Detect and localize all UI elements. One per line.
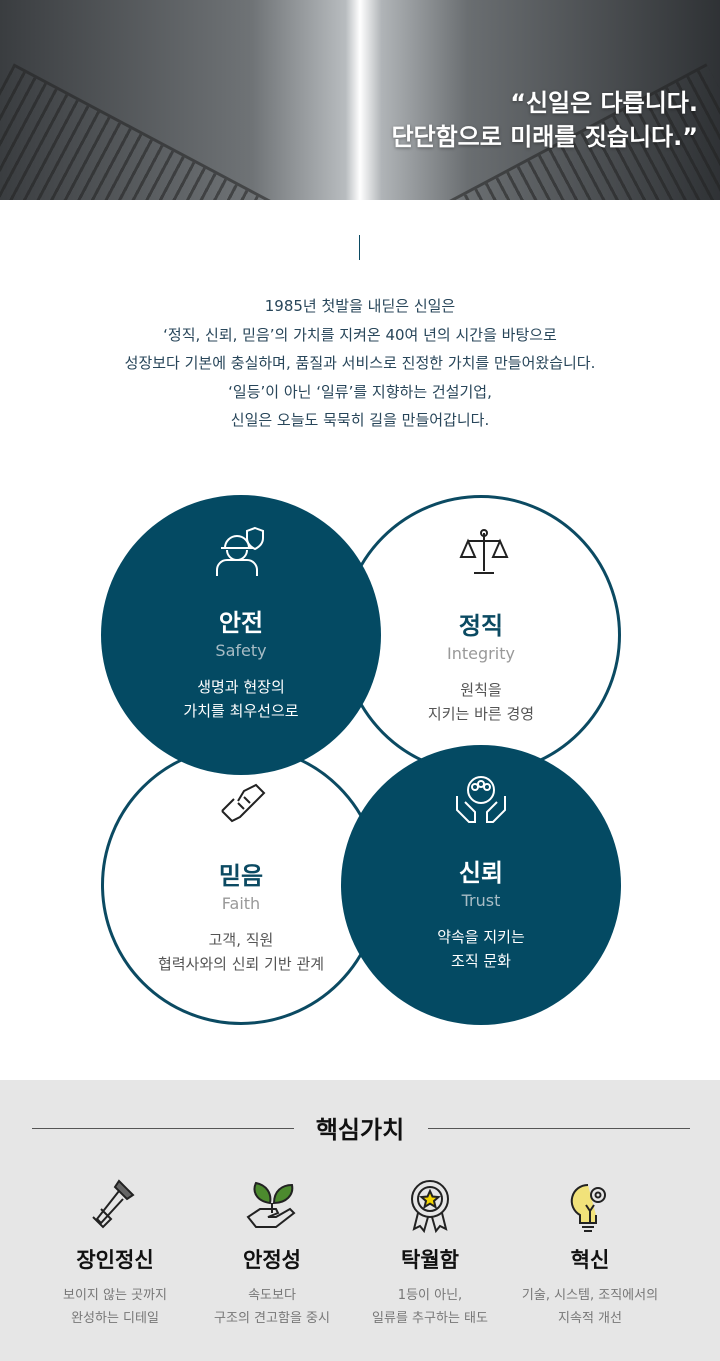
intro-line: ‘정직, 신뢰, 믿음’의 가치를 지켜온 40여 년의 시간을 바탕으로 [163, 325, 557, 344]
value-english: Integrity [447, 644, 515, 663]
intro-line: ‘일등’이 아닌 ‘일류’를 지향하는 건설기업, [228, 382, 492, 401]
plant-hand-icon [246, 1181, 296, 1228]
intro-line: 1985년 첫발을 내딛은 신일은 [264, 297, 456, 315]
value-english: Trust [461, 891, 501, 910]
hands-people-icon [456, 776, 506, 823]
handshake-icon [221, 783, 266, 823]
divider [359, 235, 360, 260]
value-english: Faith [221, 894, 261, 913]
value-title: 안전 [218, 609, 264, 637]
railing-decoration [0, 63, 385, 200]
intro-line: 신일은 오늘도 묵묵히 길을 만들어갑니다. [230, 411, 490, 429]
value-title: 신뢰 [458, 859, 504, 887]
hammer-icon [92, 1179, 135, 1229]
intro-text: 1985년 첫발을 내딛은 신일은 ‘정직, 신뢰, 믿음’의 가치를 지켜온 … [0, 292, 720, 435]
quote-line: 단단함으로 미래를 짓습니다.” [391, 123, 698, 151]
quote-line: “신일은 다릅니다. [510, 89, 698, 117]
section-title: 핵심가치 [315, 1116, 405, 1144]
scale-icon [459, 529, 509, 574]
medal-star-icon [411, 1180, 449, 1234]
divider [428, 1128, 690, 1129]
core-item: 탁월함 1등이 아닌,일류를 추구하는 태도 [350, 1175, 510, 1330]
worker-shield-icon [216, 526, 264, 576]
hero-quote: “신일은 다릅니다. 단단함으로 미래를 짓습니다.” [391, 86, 698, 154]
lightbulb-gear-icon [570, 1183, 606, 1232]
divider [32, 1128, 294, 1129]
value-title: 정직 [458, 612, 504, 640]
hero-banner: “신일은 다릅니다. 단단함으로 미래를 짓습니다.” [0, 0, 720, 200]
intro-line: 성장보다 기본에 충실하며, 품질과 서비스로 진정한 가치를 만들어왔습니다. [124, 354, 596, 372]
value-title: 믿음 [218, 862, 264, 890]
value-english: Safety [215, 641, 267, 660]
